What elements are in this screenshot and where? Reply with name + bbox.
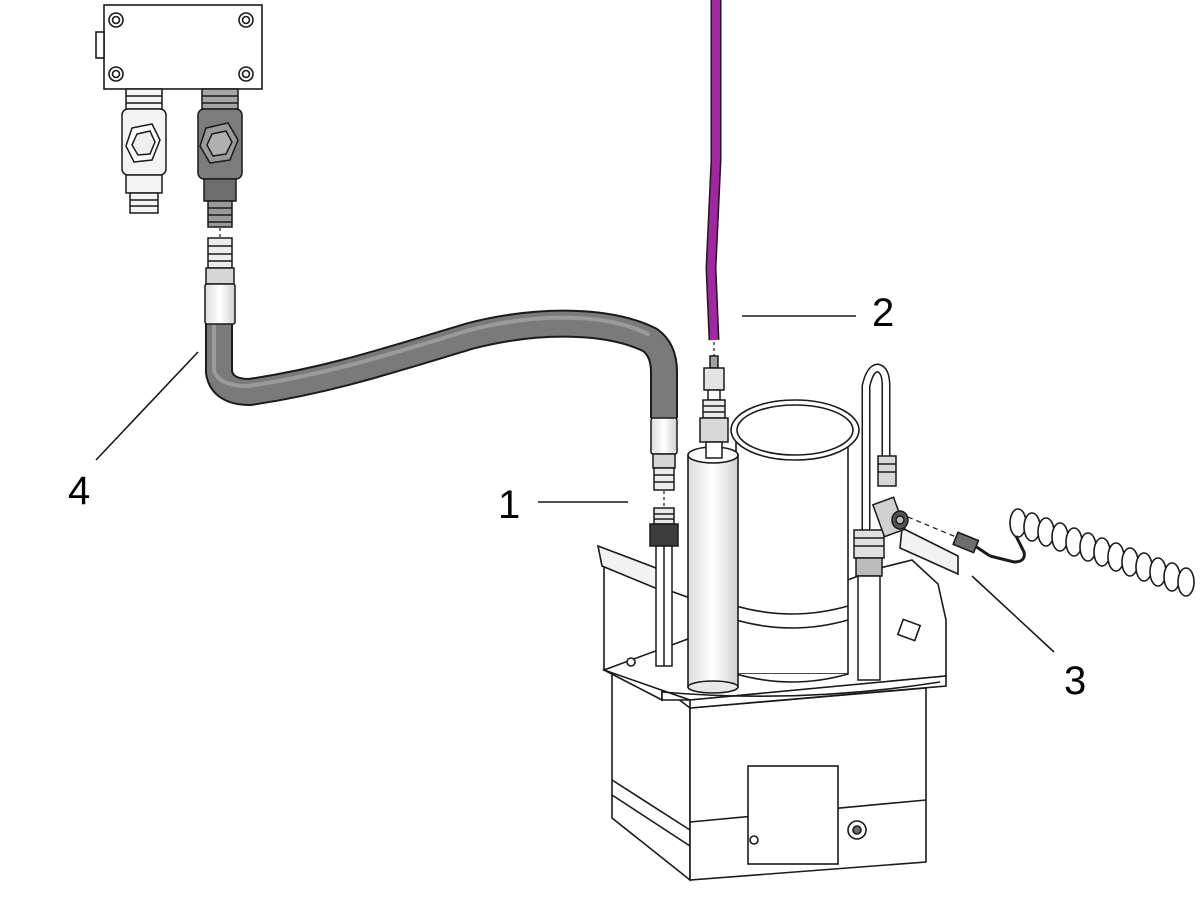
return-tube <box>853 363 897 681</box>
svg-text:3: 3 <box>1064 659 1086 703</box>
ball-valve-left <box>121 88 167 214</box>
ball-valve-right <box>197 88 243 228</box>
callout-3: 3 <box>1064 659 1086 703</box>
pump-cylinder <box>730 399 860 683</box>
air-hose <box>705 0 722 341</box>
callout-1: 1 <box>498 483 520 527</box>
svg-text:2: 2 <box>872 291 894 335</box>
svg-text:4: 4 <box>68 469 90 513</box>
hose-fitting-top <box>204 237 236 325</box>
callout-2: 2 <box>872 291 894 335</box>
callout-leaders <box>95 315 1055 653</box>
svg-text:1: 1 <box>498 483 520 527</box>
air-quick-connector <box>699 355 729 459</box>
left-tube <box>687 446 739 694</box>
sensor-elbow-fitting <box>871 496 909 538</box>
hose-fitting-bottom <box>650 417 678 491</box>
callout-4: 4 <box>68 469 90 513</box>
coiled-cable <box>952 508 1195 597</box>
manifold-block <box>95 4 263 90</box>
fluid-inlet-fitting <box>649 507 679 667</box>
fluid-hose <box>205 309 678 418</box>
mounting-bolt <box>108 12 254 82</box>
